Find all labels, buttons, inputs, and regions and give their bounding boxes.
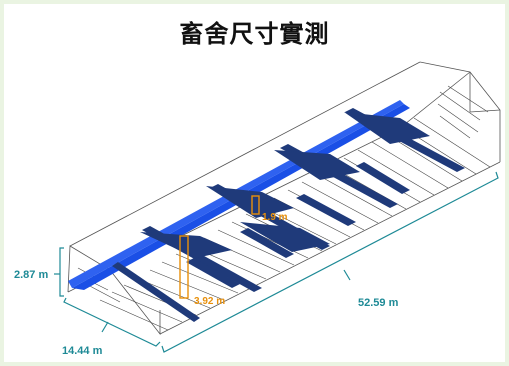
truss: [240, 222, 330, 252]
truss: [140, 232, 232, 258]
cross-beam: [186, 258, 240, 288]
width-label: 14.44 m: [62, 345, 103, 357]
height-label: 2.87 m: [14, 269, 48, 281]
truss: [206, 186, 294, 218]
length-label: 52.59 m: [358, 297, 399, 309]
beam-gap-mark: [251, 195, 260, 215]
beam-gap-label: 1.9 m: [262, 212, 288, 223]
dimension-lines: [54, 171, 499, 353]
cross-beam: [296, 194, 356, 226]
truss-beams: [112, 108, 465, 322]
post-height-label: 3.92 m: [194, 296, 225, 307]
page-title: 畜舍尺寸實測: [179, 20, 330, 48]
cross-beam: [240, 228, 294, 258]
measure-marks: [179, 195, 260, 299]
cross-beam: [112, 262, 200, 322]
truss: [274, 150, 360, 180]
building-outline: [67, 61, 501, 336]
truss: [344, 112, 430, 144]
cross-beam: [356, 162, 410, 194]
post-height-mark: [179, 235, 189, 299]
